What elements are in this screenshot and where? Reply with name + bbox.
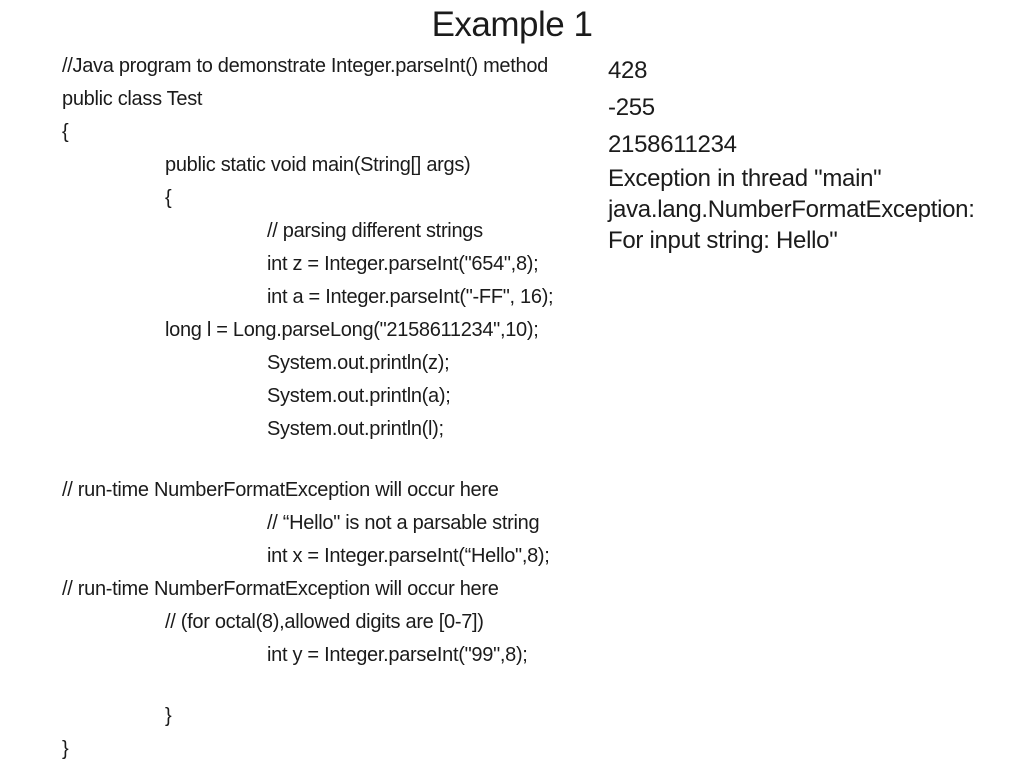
program-output: 428 -255 2158611234 Exception in thread … [608,52,988,256]
code-line: public static void main(String[] args) [165,154,471,176]
output-line: -255 [608,94,655,121]
code-line: } [165,705,172,727]
code-block: //Java program to demonstrate Integer.pa… [62,50,554,766]
code-line: { [165,187,172,209]
code-line: // run-time NumberFormatException will o… [62,578,499,600]
code-line: int z = Integer.parseInt("654",8); [267,253,539,275]
code-line: } [62,738,69,760]
code-line: System.out.println(z); [267,352,450,374]
code-line: // (for octal(8),allowed digits are [0-7… [165,611,484,633]
code-line: int y = Integer.parseInt("99",8); [267,644,528,666]
code-blank-line [62,672,553,700]
code-line: int a = Integer.parseInt("-FF", 16); [267,286,554,308]
output-exception-line: For input string: Hello" [608,227,838,254]
code-line: int x = Integer.parseInt(“Hello",8); [267,545,550,567]
code-line: public class Test [62,88,203,110]
output-line: 428 [608,57,648,84]
code-line: System.out.println(a); [267,385,451,407]
slide-title: Example 1 [431,5,593,44]
code-line: // run-time NumberFormatException will o… [62,479,499,501]
code-line: // “Hello" is not a parsable string [267,512,540,534]
code-line: System.out.println(l); [267,418,444,440]
code-line: // parsing different strings [267,220,483,242]
code-line: long l = Long.parseLong("2158611234",10)… [165,319,539,341]
code-blank-line [62,446,553,474]
output-exception-line: java.lang.NumberFormatException: [608,196,975,223]
output-exception-line: Exception in thread "main" [608,165,882,192]
code-line: //Java program to demonstrate Integer.pa… [62,55,548,77]
output-line: 2158611234 [608,131,737,158]
code-line: { [62,121,69,143]
